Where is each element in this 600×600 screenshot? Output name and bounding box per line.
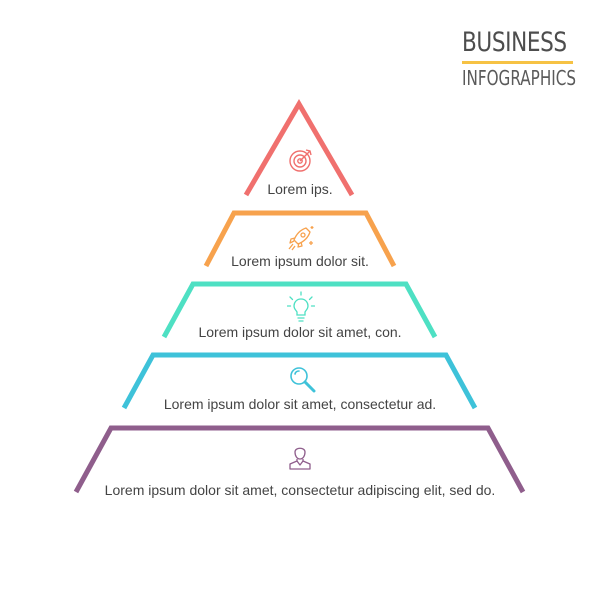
- rocket-icon: [288, 226, 314, 251]
- pyramid-level-1-outline: [243, 99, 355, 197]
- pyramid-level-3-label: Lorem ipsum dolor sit amet, con.: [198, 324, 402, 340]
- pyramid-level-2-label: Lorem ipsum dolor sit.: [231, 253, 369, 269]
- pyramid-level-3-outline: [161, 281, 438, 339]
- lightbulb-icon: [287, 291, 315, 322]
- pyramid-level-1-label: Lorem ips.: [267, 181, 333, 197]
- magnifier-icon: [290, 367, 316, 393]
- pyramid-level-4-outline: [121, 352, 478, 410]
- target-icon: [289, 149, 312, 172]
- brand-title: BUSINESS: [462, 27, 567, 58]
- brand-underline: [462, 61, 573, 64]
- pyramid-level-4-label: Lorem ipsum dolor sit amet, consectetur …: [163, 396, 437, 412]
- pyramid-level-2-outline: [203, 210, 397, 268]
- pyramid-level-5-outline: [73, 425, 526, 494]
- user-icon: [289, 447, 311, 470]
- brand-block: BUSINESS INFOGRAPHICS: [462, 27, 576, 90]
- pyramid-level-5-label: Lorem ipsum dolor sit amet, consectetur …: [104, 482, 496, 498]
